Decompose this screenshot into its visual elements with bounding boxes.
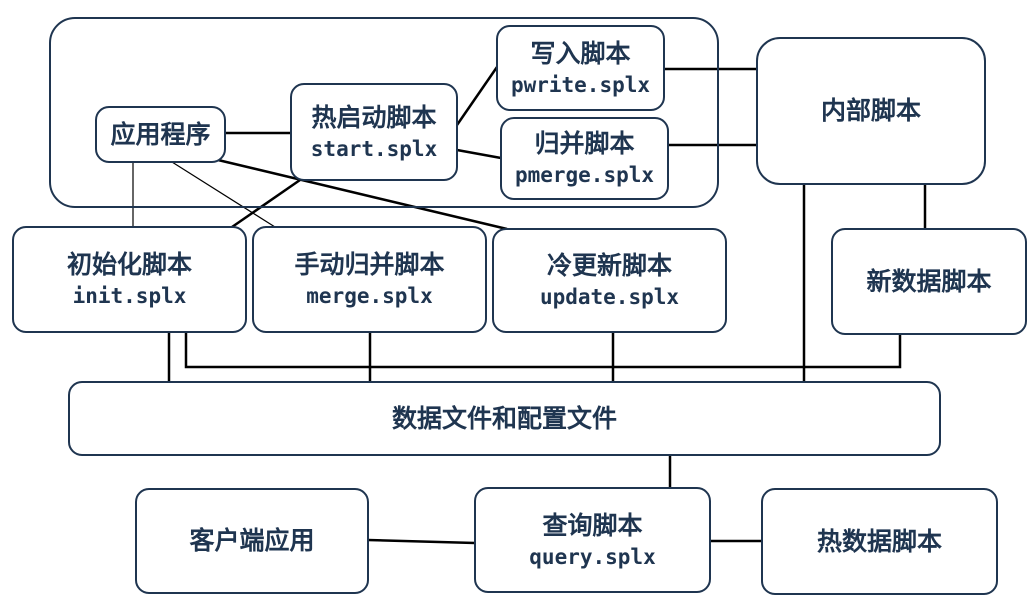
node-app: 应用程序 xyxy=(95,106,226,163)
edge-init-newdata xyxy=(184,332,902,369)
edge-start-pmerge xyxy=(456,148,502,160)
node-pwrite-label: 写入脚本 xyxy=(530,38,631,68)
node-init-file: init.splx xyxy=(72,284,187,309)
node-query-file: query.splx xyxy=(529,544,656,569)
node-merge: 手动归并脚本 merge.splx xyxy=(252,226,487,333)
node-pmerge-label: 归并脚本 xyxy=(534,129,635,159)
node-start: 热启动脚本 start.splx xyxy=(290,83,458,181)
node-newdata: 新数据脚本 xyxy=(831,228,1027,335)
node-hotdata: 热数据脚本 xyxy=(761,488,998,595)
node-pwrite-file: pwrite.splx xyxy=(510,72,651,97)
node-hotdata-label: 热数据脚本 xyxy=(816,526,942,556)
node-update: 冷更新脚本 update.splx xyxy=(492,228,727,333)
node-client: 客户端应用 xyxy=(135,488,369,594)
edge-app-merge xyxy=(171,161,276,228)
node-start-label: 热启动脚本 xyxy=(311,102,437,132)
node-datafiles: 数据文件和配置文件 xyxy=(68,381,941,456)
node-update-file: update.splx xyxy=(539,285,680,310)
node-pmerge-file: pmerge.splx xyxy=(514,163,655,188)
node-start-file: start.splx xyxy=(310,136,438,161)
node-update-label: 冷更新脚本 xyxy=(546,251,672,281)
node-client-label: 客户端应用 xyxy=(189,526,315,556)
hot-path-group xyxy=(49,17,719,208)
node-internal-label: 内部脚本 xyxy=(820,96,921,126)
edge-client-query xyxy=(367,538,476,545)
node-pwrite: 写入脚本 pwrite.splx xyxy=(496,25,665,111)
node-app-label: 应用程序 xyxy=(110,119,211,149)
node-merge-label: 手动归并脚本 xyxy=(294,250,445,280)
node-merge-file: merge.splx xyxy=(306,284,433,309)
edge-start-pwrite xyxy=(455,66,499,126)
node-query: 查询脚本 query.splx xyxy=(474,487,711,593)
node-init: 初始化脚本 init.splx xyxy=(12,226,247,333)
node-newdata-label: 新数据脚本 xyxy=(866,266,992,296)
node-datafiles-label: 数据文件和配置文件 xyxy=(391,403,617,433)
node-internal: 内部脚本 xyxy=(756,37,986,185)
edge-app-update xyxy=(217,158,508,231)
edge-start-init xyxy=(231,178,301,229)
node-init-label: 初始化脚本 xyxy=(66,250,192,280)
node-pmerge: 归并脚本 pmerge.splx xyxy=(500,117,669,200)
node-query-label: 查询脚本 xyxy=(542,510,643,540)
